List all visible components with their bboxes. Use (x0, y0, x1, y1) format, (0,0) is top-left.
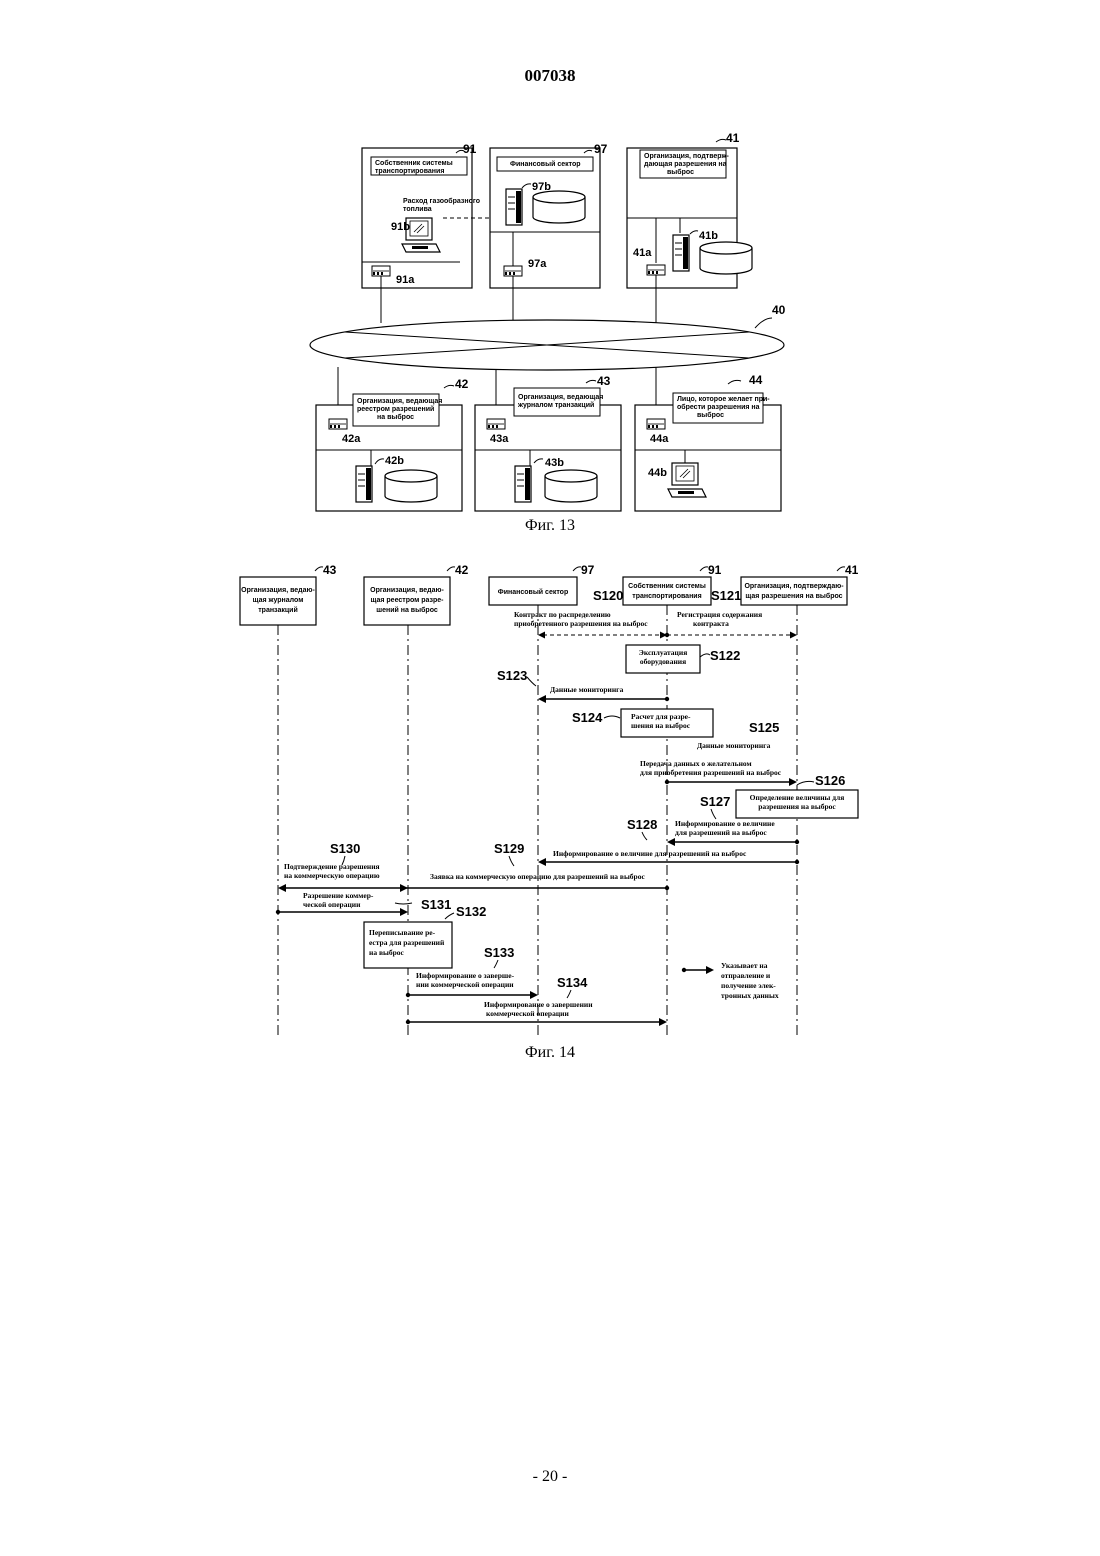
actor-41-permit-confirming: Организация, подтверждаю-щая разрешения … (741, 563, 859, 605)
actor-41-ref: 41 (845, 563, 859, 577)
step-s129: S129 (494, 841, 524, 856)
msg-s133: Информирование о заверше-нии коммерческо… (416, 971, 515, 989)
step-s128: S128 (627, 817, 657, 832)
legend-text: Указывает наотправление иполучение элек-… (721, 961, 779, 1000)
actor-97-financial-sector: Финансовый сектор 97 (489, 563, 595, 605)
msg-s129: Заявка на коммерческую операцию для разр… (430, 872, 645, 881)
step-s123: S123 (497, 668, 527, 683)
step-s124: S124 (572, 710, 603, 725)
step-s125: S125 (749, 720, 779, 735)
page-number: - 20 - (0, 1468, 1100, 1486)
actor-43-transaction-log: Организация, ведаю-щая журналомтранзакци… (240, 563, 337, 625)
msg-s125b: Передача данных о желательномдля приобре… (640, 759, 782, 777)
figure-14-caption: Фиг. 14 (0, 1044, 1100, 1062)
step-s121: S121 (711, 588, 741, 603)
step-s130: S130 (330, 841, 360, 856)
step-s126: S126 (815, 773, 845, 788)
msg-s123: Данные мониторинга (550, 685, 624, 694)
actor-91-transport-owner: Собственник системытранспортирования 91 (623, 563, 722, 605)
step-s122: S122 (710, 648, 740, 663)
msg-s130: Подтверждение разрешенияна коммерческую … (284, 862, 380, 880)
step-s133: S133 (484, 945, 514, 960)
msg-s121: Регистрация содержанияконтракта (677, 610, 762, 628)
actor-91-ref: 91 (708, 563, 722, 577)
actor-42-label: Организация, ведаю-щая реестром разре-ше… (370, 587, 444, 614)
box-s126: Определение величины дляразрешения на вы… (750, 793, 845, 811)
msg-s134: Информирование о завершениикоммерческой … (484, 1000, 593, 1018)
actor-97-ref: 97 (581, 563, 595, 577)
msg-s120: Контракт по распределениюприобретенного … (514, 610, 648, 628)
step-s127: S127 (700, 794, 730, 809)
box-s122: Эксплуатацияоборудования (639, 648, 688, 666)
step-s120: S120 (593, 588, 623, 603)
actor-43-ref: 43 (323, 563, 337, 577)
actor-97-label: Финансовый сектор (498, 588, 569, 596)
step-s134: S134 (557, 975, 588, 990)
msg-s131: Разрешение коммер-ческой операции (303, 891, 374, 909)
msg-s128: Информирование о величине для разрешений… (553, 849, 747, 858)
step-s131: S131 (421, 897, 451, 912)
msg-s127: Информирование о величинедля разрешений … (675, 819, 775, 837)
box-s124: Расчет для разре-шения на выброс (631, 712, 691, 730)
actor-42-ref: 42 (455, 563, 469, 577)
legend: Указывает наотправление иполучение элек-… (682, 961, 779, 1000)
step-s132: S132 (456, 904, 486, 919)
actor-42-permit-registry: Организация, ведаю-щая реестром разре-ше… (364, 563, 469, 625)
msg-s125: Данные мониторинга (697, 741, 771, 750)
